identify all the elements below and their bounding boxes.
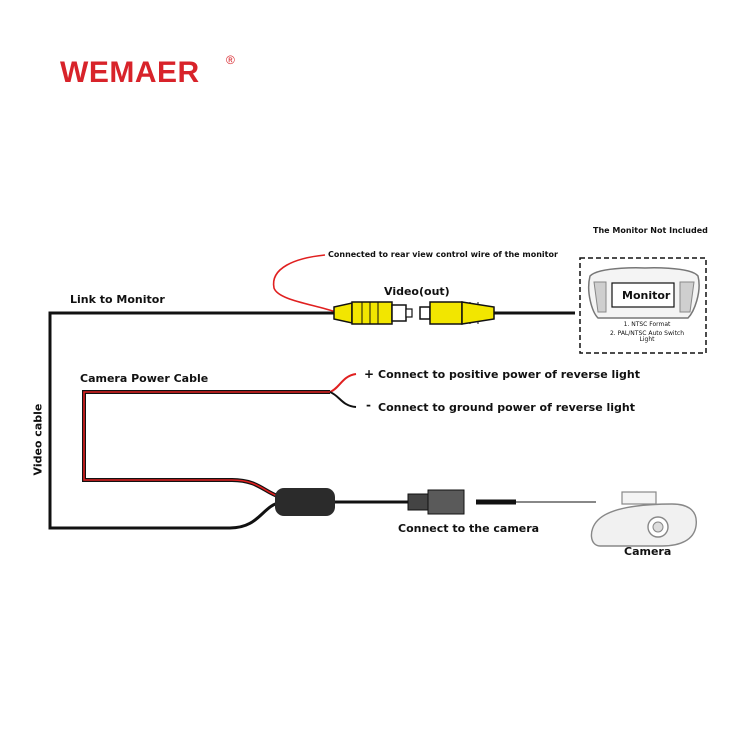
negative-branch-wire: [329, 391, 357, 408]
control-wire: [272, 254, 337, 313]
monitor-note-pal: 2. PAL/NTSC Auto Switch Light: [609, 329, 685, 344]
rca-male-connector: [419, 301, 495, 325]
positive-branch-wire: [329, 373, 357, 393]
camera-power-cable-label: Camera Power Cable: [80, 372, 209, 385]
connect-to-camera-label: Connect to the camera: [398, 522, 540, 535]
registered-mark: ®: [226, 53, 235, 67]
monitor-not-included-label: The Monitor Not Included: [593, 226, 708, 235]
camera-illustration: [590, 491, 697, 547]
control-box: [275, 488, 335, 516]
brand-logo: WEMAER: [60, 58, 200, 88]
camera-connector: [407, 489, 465, 515]
video-out-label: Video(out): [384, 285, 450, 298]
ground-power-label: Connect to ground power of reverse light: [378, 401, 635, 414]
camera-label: Camera: [624, 545, 672, 558]
link-to-monitor-label: Link to Monitor: [70, 293, 165, 306]
power-cable-inner: [83, 391, 330, 498]
power-cable-outer: [82, 390, 330, 499]
positive-sign: +: [364, 367, 375, 381]
video-cable-wire: [48, 311, 340, 530]
monitor-note-ntsc: 1. NTSC Format: [623, 321, 671, 328]
monitor-notes: 1. NTSC Format 2. PAL/NTSC Auto Switch L…: [602, 321, 692, 344]
video-cable-label: Video cable: [31, 403, 45, 476]
rca-female-connector: [333, 301, 413, 325]
brand-name: WEMAER: [60, 56, 200, 89]
monitor-box: [579, 257, 707, 354]
positive-power-label: Connect to positive power of reverse lig…: [378, 368, 641, 381]
control-wire-note: Connected to rear view control wire of t…: [328, 250, 558, 259]
negative-sign: -: [366, 398, 371, 412]
monitor-illustration: [587, 267, 700, 319]
monitor-title: Monitor: [622, 289, 671, 302]
